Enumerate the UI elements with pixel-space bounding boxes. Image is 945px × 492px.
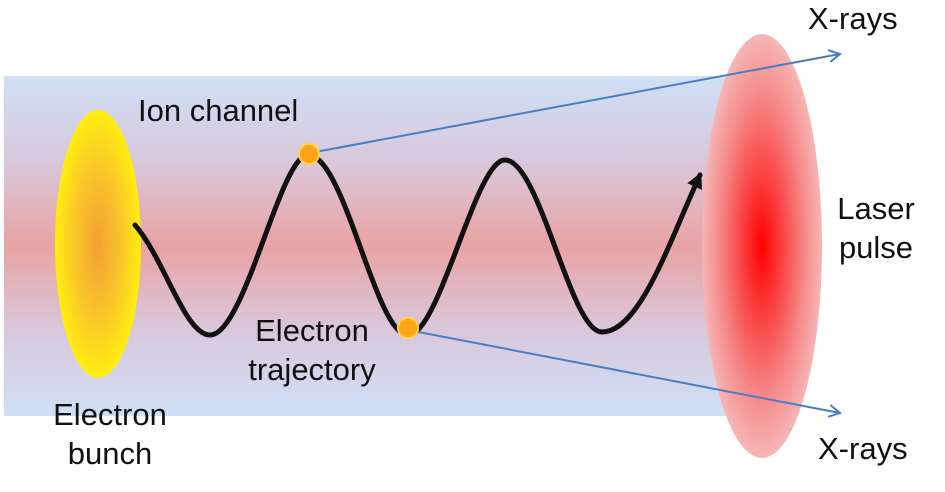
laser-pulse-label: Laser pulse [826,190,926,268]
electron-trajectory-label-line2: trajectory [248,351,376,387]
electron-trajectory-label-line1: Electron [255,313,369,348]
emitting-electron-dot-top [298,143,320,165]
electron-bunch-label-line2: bunch [67,435,153,471]
electron-bunch-label-line1: Electron [53,397,167,432]
laser-pulse-label-line1: Laser [837,191,915,226]
xray-arrow-top [309,54,840,154]
emitting-electron-dot-bottom [397,317,419,339]
electron-bunch-label: Electron bunch [30,396,190,474]
electron-bunch-ellipse [55,110,141,378]
laser-pulse-label-line2: pulse [838,229,914,265]
xrays-label-top: X-rays [808,1,898,36]
ion-channel-label: Ion channel [138,93,299,128]
xrays-label-bottom: X-rays [818,431,908,466]
xray-arrow-bottom [407,329,840,413]
laser-pulse-ellipse [702,34,822,458]
electron-trajectory-label: Electron trajectory [222,312,402,390]
